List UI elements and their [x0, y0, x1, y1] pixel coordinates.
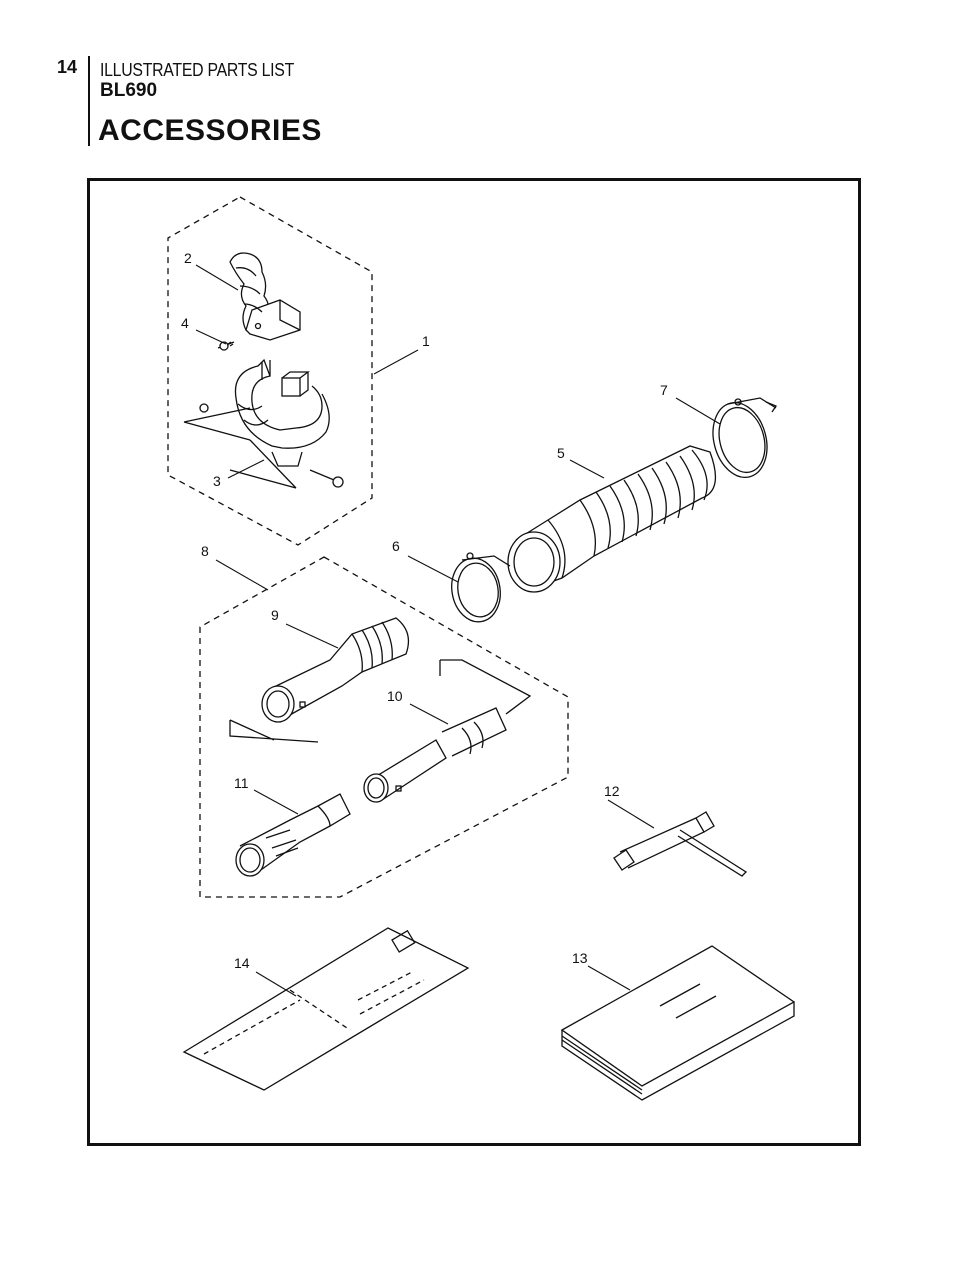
callout-8: 8	[201, 543, 209, 559]
callout-10: 10	[387, 688, 403, 704]
callout-13: 13	[572, 950, 588, 966]
callout-numbers: 2 4 1 7 5 3 6 8 9 10 11 12 13 14	[181, 250, 668, 971]
callout-9: 9	[271, 607, 279, 623]
hose-clamp-large-part	[712, 397, 777, 478]
screw-part	[217, 341, 235, 351]
callout-12: 12	[604, 783, 620, 799]
callout-3: 3	[213, 473, 221, 489]
nozzle-tube-part	[363, 659, 532, 803]
bellows-hose-part	[507, 445, 717, 593]
nozzle-group-outline	[199, 556, 569, 898]
model-number: BL690	[100, 80, 158, 101]
document-subtitle: ILLUSTRATED PARTS LIST	[100, 60, 295, 80]
callout-leader-lines	[195, 264, 721, 997]
handle-group-outline	[167, 196, 373, 546]
handle-clamp-part	[183, 358, 344, 489]
callout-6: 6	[392, 538, 400, 554]
callout-4: 4	[181, 315, 189, 331]
section-title: ACCESSORIES	[98, 114, 322, 147]
diagram-frame	[87, 178, 861, 1146]
page-number: 14	[57, 57, 78, 77]
hose-clamp-small-part	[451, 552, 511, 623]
handle-grip-part	[229, 252, 301, 341]
callout-5: 5	[557, 445, 565, 461]
spark-plug-wrench-part	[613, 811, 748, 877]
header-divider	[88, 56, 90, 146]
callout-7: 7	[660, 382, 668, 398]
callout-1: 1	[422, 333, 430, 349]
warranty-card-part	[182, 927, 470, 1091]
blower-pipe-part	[229, 617, 410, 743]
callout-2: 2	[184, 250, 192, 266]
callout-14: 14	[234, 955, 250, 971]
callout-11: 11	[234, 775, 249, 791]
operators-manual-part	[560, 945, 796, 1101]
nozzle-tip-part	[235, 793, 351, 877]
